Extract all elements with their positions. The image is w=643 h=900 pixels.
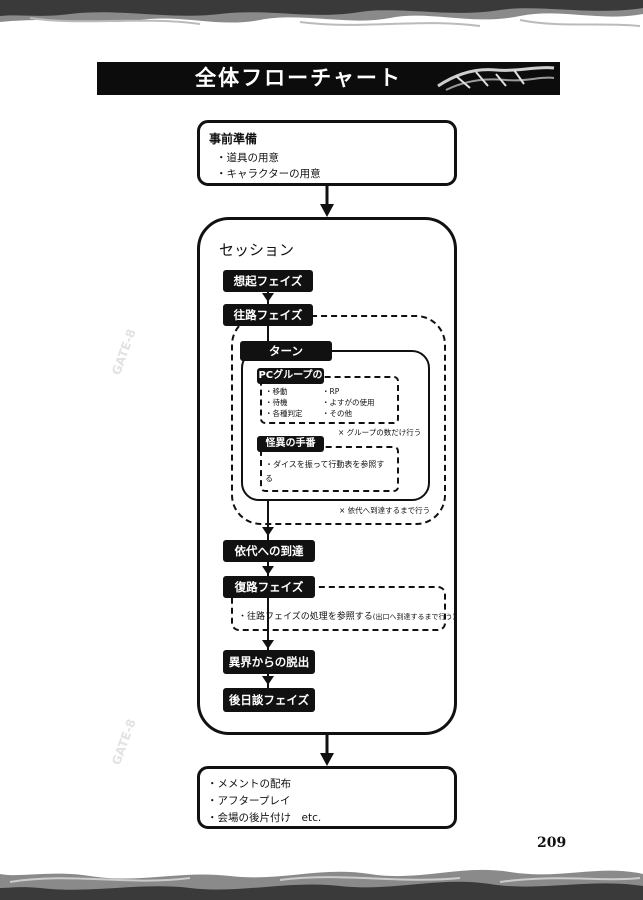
arrow-down-icon [262, 676, 274, 685]
watermark: GATE-8 [109, 327, 139, 377]
after-item: ・メメントの配布 [207, 778, 291, 790]
after-item: ・会場の後片付け etc. [207, 812, 322, 824]
title-bar: 全体フローチャート [97, 62, 560, 95]
arrow-down-icon [262, 527, 274, 536]
anomaly-box [260, 446, 399, 492]
arrow-down-icon [320, 186, 334, 217]
arrow-down-icon [320, 735, 334, 766]
arrow-down-icon [262, 566, 274, 575]
prep-title: 事前準備 [209, 132, 258, 146]
return-note-sub: (出口へ到達するまで行う) [372, 613, 456, 621]
pc-group-note: × グループの数だけ行う [338, 428, 422, 437]
pc-group-item: ・よすがの使用 [322, 398, 375, 407]
page-title: 全体フローチャート [195, 66, 402, 90]
page-number: 209 [537, 835, 567, 851]
outbound-note: × 依代へ到達するまで行う [339, 506, 431, 515]
outbound-loop [231, 315, 446, 525]
pc-group-item: ・待機 [265, 398, 288, 407]
watermark: GATE-8 [109, 717, 139, 767]
title-brush-decoration [437, 66, 555, 91]
epilogue-box: 後日談フェイズ [223, 688, 315, 712]
top-wave-decoration [0, 0, 643, 27]
return-phase-box: 復路フェイズ [223, 576, 315, 598]
prep-item: ・道具の用意 [216, 152, 279, 164]
arrow-down-icon [262, 293, 274, 302]
outbound-phase-box: 往路フェイズ [223, 304, 313, 326]
prep-box: 事前準備 ・道具の用意 ・キャラクターの用意 [197, 120, 457, 186]
return-note-main: ・往路フェイズの処理を参照する [238, 612, 373, 622]
after-item: ・アフタープレイ [207, 795, 291, 807]
pc-group-item: ・移動 [265, 387, 288, 396]
escape-box: 異界からの脱出 [223, 650, 315, 674]
arrow-down-icon [262, 640, 274, 649]
session-label: セッション [219, 241, 295, 259]
return-loop [231, 586, 446, 631]
recall-phase-box: 想起フェイズ [223, 270, 313, 292]
anomaly-item-cont: る [265, 474, 273, 483]
after-box: ・メメントの配布 ・アフタープレイ ・会場の後片付け etc. [197, 766, 457, 829]
pc-group-item: ・RP [322, 387, 340, 396]
pc-group-item: ・その他 [322, 409, 352, 418]
arrival-box: 依代への到達 [223, 540, 315, 562]
prep-item: ・キャラクターの用意 [216, 168, 321, 180]
bottom-wave-decoration [0, 869, 643, 900]
pc-group-item: ・各種判定 [265, 409, 303, 418]
turn-label: ターン [240, 341, 332, 361]
anomaly-title: 怪異の手番 [257, 436, 324, 452]
anomaly-item: ・ダイスを振って行動表を参照す [265, 460, 385, 469]
pc-group-box [260, 376, 399, 424]
pc-group-title: PCグループの手番 [257, 368, 324, 397]
return-note: ・往路フェイズの処理を参照する(出口へ到達するまで行う) [238, 609, 455, 622]
